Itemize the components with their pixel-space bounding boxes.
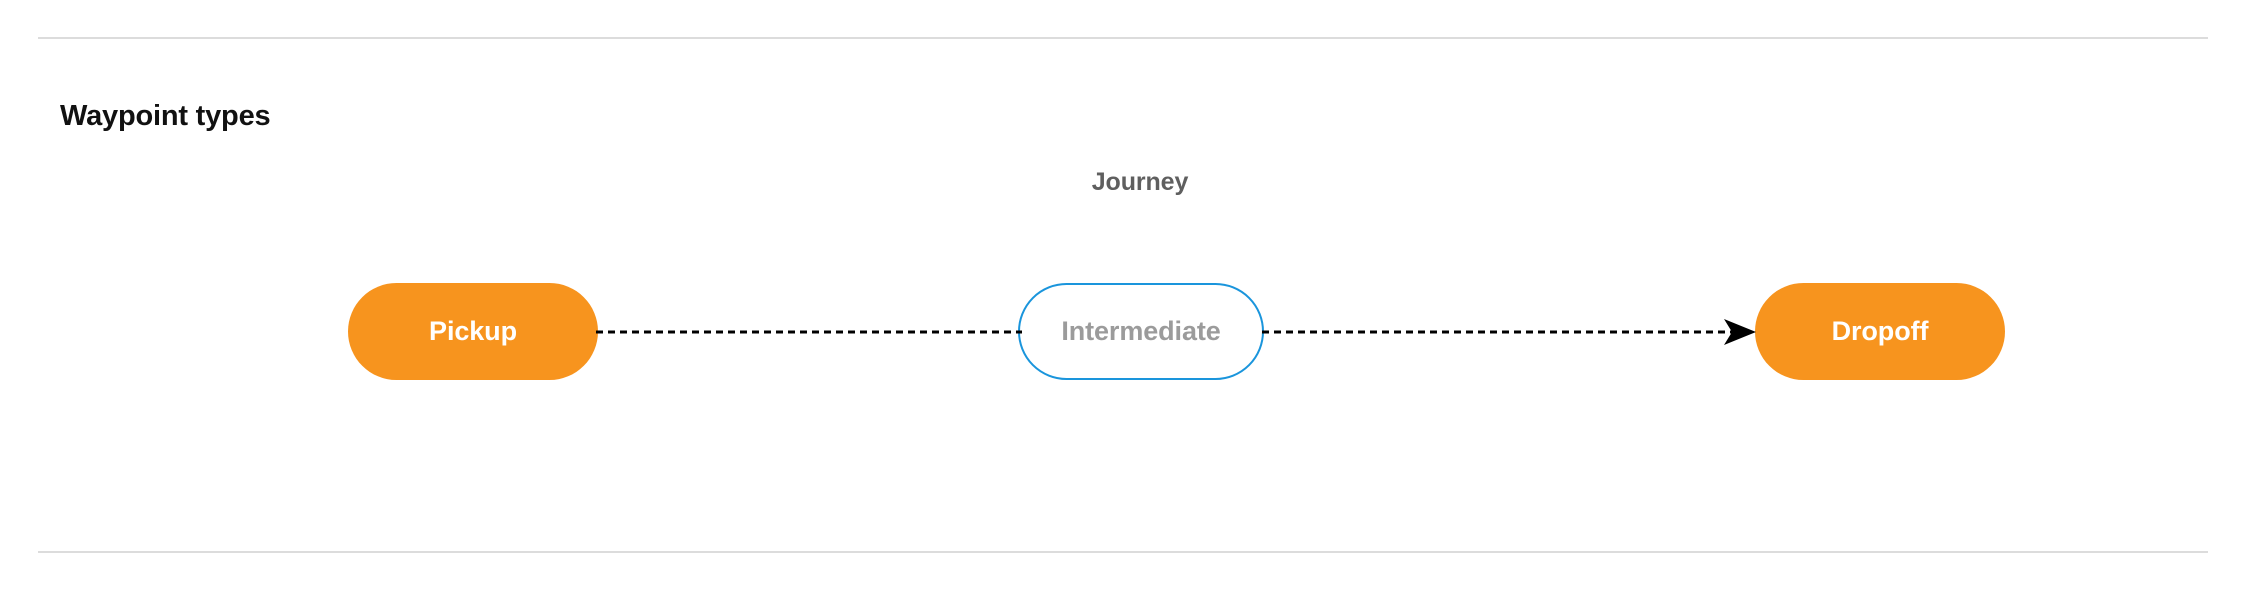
- node-pickup-label: Pickup: [429, 316, 517, 346]
- edge-pickup-to-intermediate: [596, 330, 1022, 334]
- node-dropoff-label: Dropoff: [1831, 316, 1929, 346]
- node-pickup[interactable]: Pickup: [348, 283, 598, 380]
- journey-group-label: Journey: [1091, 168, 1189, 196]
- arrowhead-icon: [1724, 319, 1756, 345]
- node-dropoff[interactable]: Dropoff: [1755, 283, 2005, 380]
- node-intermediate[interactable]: Intermediate: [1018, 283, 1264, 380]
- page-title: Waypoint types: [60, 100, 271, 133]
- edge-intermediate-to-dropoff: [1262, 319, 1756, 345]
- section-divider-top: [38, 37, 2208, 39]
- section-divider-bottom: [38, 551, 2208, 553]
- node-intermediate-label: Intermediate: [1061, 316, 1221, 346]
